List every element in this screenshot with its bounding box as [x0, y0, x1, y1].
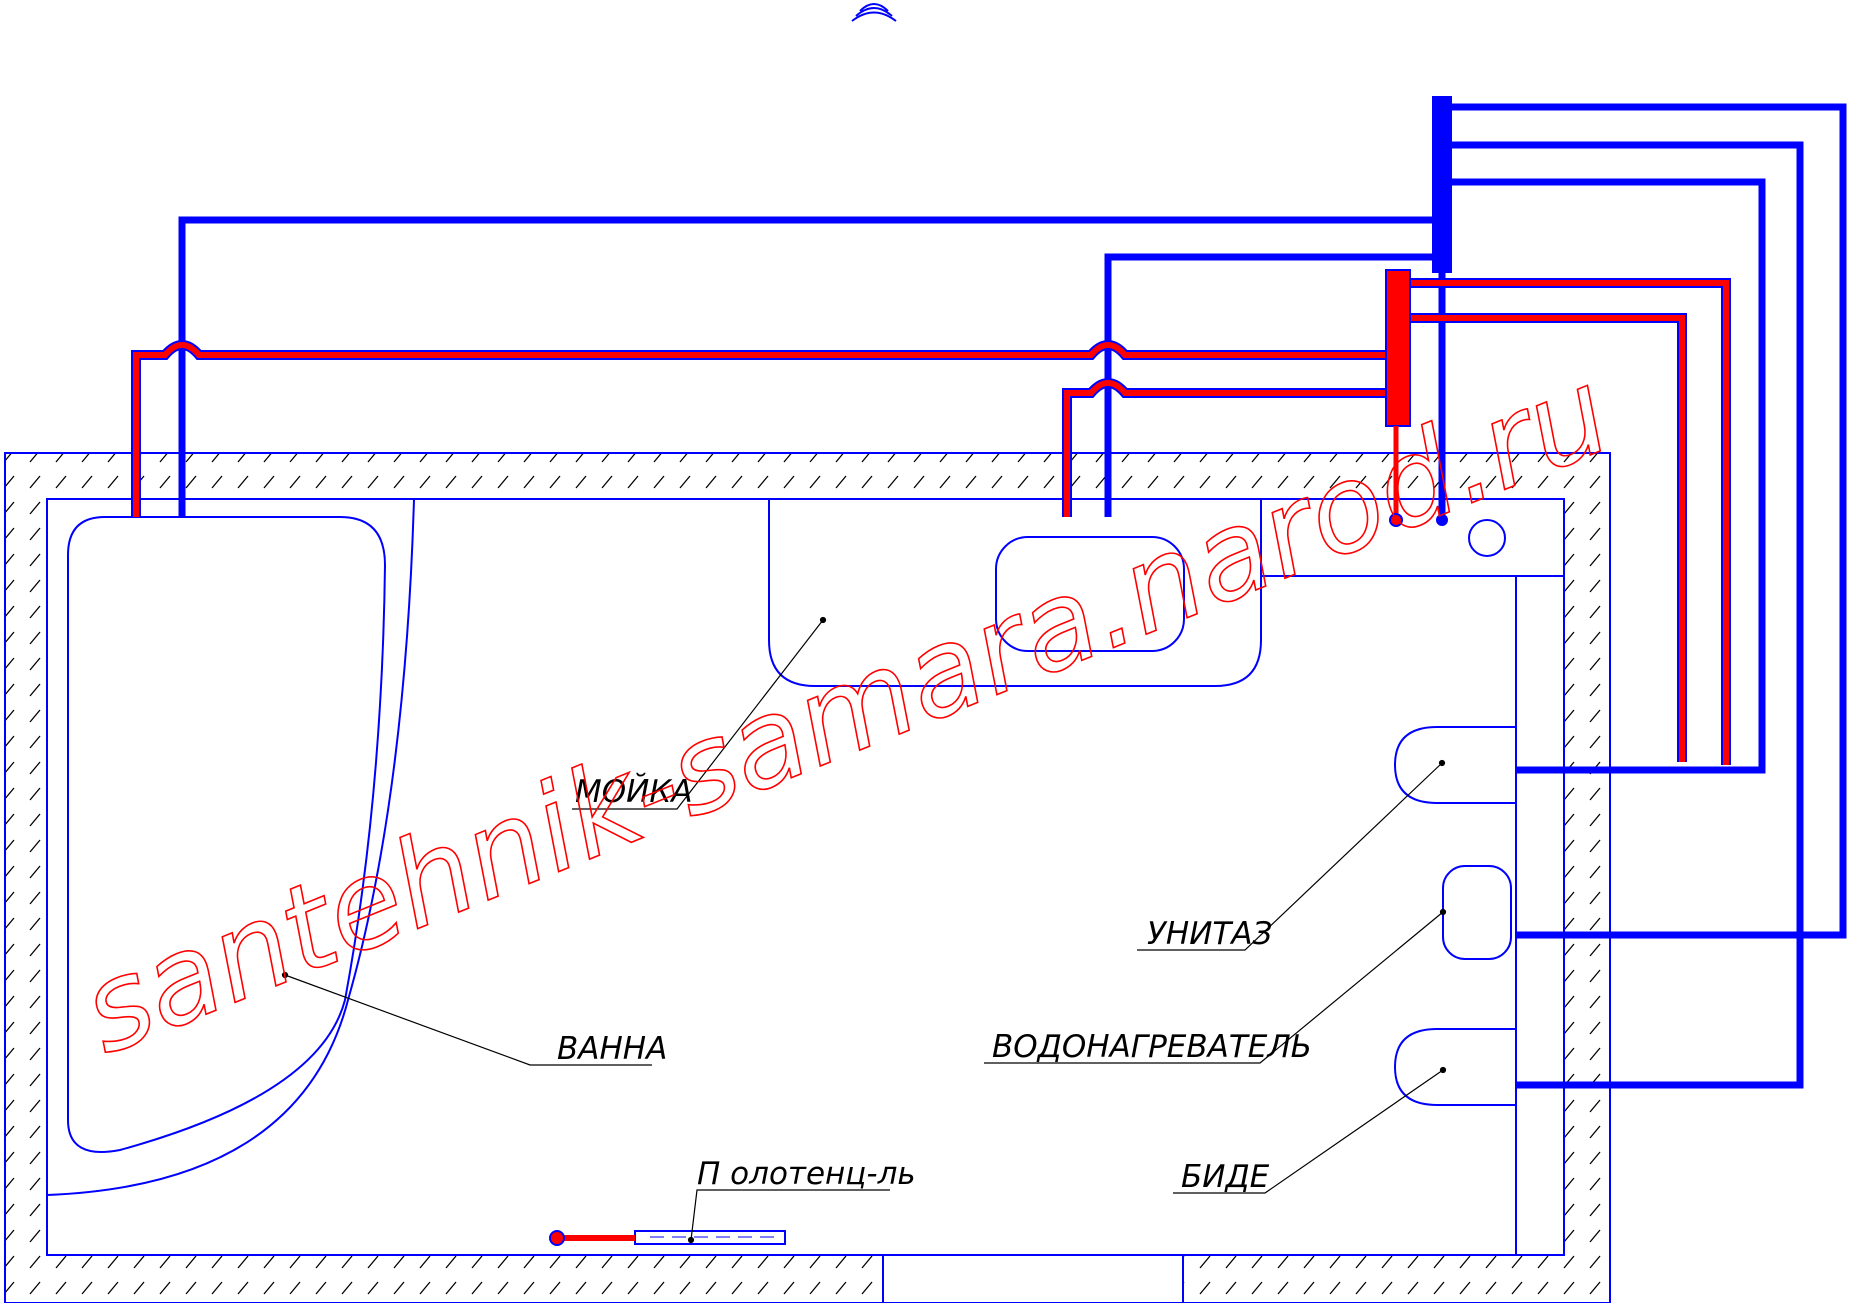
- sink-bowl: [995, 536, 1185, 652]
- towel-label: П олотенц-ль: [697, 1156, 916, 1192]
- leader-lines: [281, 616, 1447, 1244]
- door-opening: [882, 1254, 1184, 1303]
- cold-riser: [1432, 96, 1452, 273]
- toilet-label: УНИТАЗ: [1147, 916, 1272, 952]
- towel-warmer: [549, 1230, 786, 1246]
- bidet: [1393, 1028, 1516, 1106]
- bath-label: ВАННА: [557, 1031, 667, 1067]
- north-arc-icon: [851, 3, 897, 22]
- bidet-label: БИДЕ: [1181, 1159, 1270, 1195]
- bathtub: [46, 498, 415, 1196]
- sink-label: МОЙКА: [575, 774, 693, 810]
- hot-riser: [1385, 269, 1411, 427]
- hot-water-pipes: [131, 269, 1731, 765]
- heater-label: ВОДОНАГРЕВАТЕЛЬ: [992, 1029, 1312, 1065]
- cold-water-pipes: [178, 96, 1847, 1089]
- toilet: [1393, 726, 1516, 804]
- right-counter: [1261, 519, 1564, 1255]
- drain-icon: [1468, 519, 1506, 557]
- water-heater: [1442, 865, 1512, 960]
- room-walls: [4, 452, 1611, 1303]
- sink-counter: [768, 499, 1262, 687]
